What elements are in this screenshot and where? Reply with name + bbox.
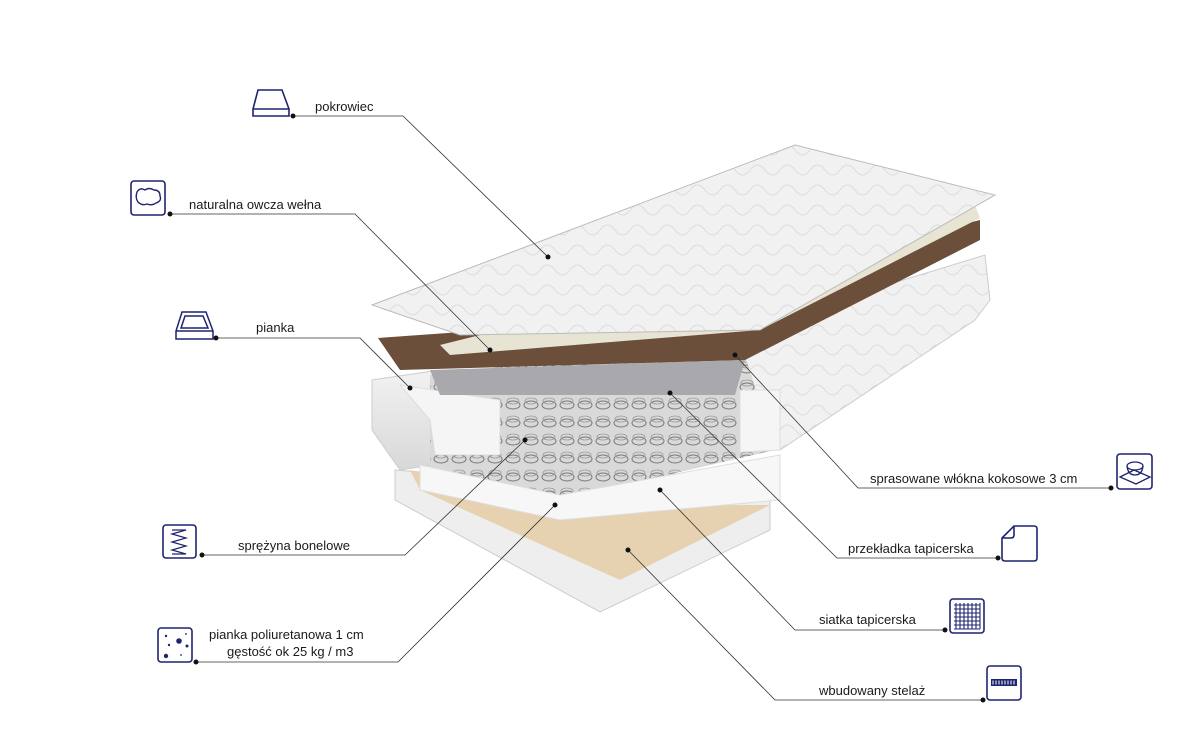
leader-coconut xyxy=(734,354,1111,489)
leader-wool xyxy=(170,213,491,351)
cover-layer xyxy=(370,144,997,336)
sheep-wool-icon xyxy=(130,180,166,216)
label-cover: pokrowiec xyxy=(315,99,374,114)
label-wool: naturalna owcza wełna xyxy=(189,197,322,212)
foam-pores-icon xyxy=(157,627,193,663)
label-foam: pianka xyxy=(256,320,295,335)
foam-block-right xyxy=(739,389,781,453)
label-frame: wbudowany stelaż xyxy=(819,683,926,698)
leader-pu-foam xyxy=(196,504,556,663)
spring-icon xyxy=(162,524,197,559)
label-pu-foam-line1: pianka poliuretanowa 1 cm xyxy=(209,627,364,642)
mesh-grid-icon xyxy=(949,598,985,634)
upholstery-pad-icon xyxy=(1001,525,1038,562)
leader-frame xyxy=(627,549,983,701)
cover-icon xyxy=(252,89,290,117)
pu-foam-sheet xyxy=(419,454,781,521)
coconut-fiber-icon xyxy=(1116,453,1153,490)
leader-pad xyxy=(669,392,998,559)
foam-icon xyxy=(175,311,214,340)
leader-foam xyxy=(216,337,411,389)
label-mesh: siatka tapicerska xyxy=(819,612,916,627)
label-coconut: sprasowane włókna kokosowe 3 cm xyxy=(870,471,1078,486)
leader-spring xyxy=(202,439,526,556)
upholstery-pad xyxy=(430,360,745,395)
label-pad: przekładka tapicerska xyxy=(848,541,974,556)
frame-slats-icon xyxy=(986,665,1022,701)
leader-mesh xyxy=(659,489,945,631)
leader-cover xyxy=(293,115,549,258)
label-spring: sprężyna bonelowe xyxy=(238,538,351,553)
label-pu-foam-line2: gęstość ok 25 kg / m3 xyxy=(227,644,354,659)
foam-block-left xyxy=(398,384,501,456)
